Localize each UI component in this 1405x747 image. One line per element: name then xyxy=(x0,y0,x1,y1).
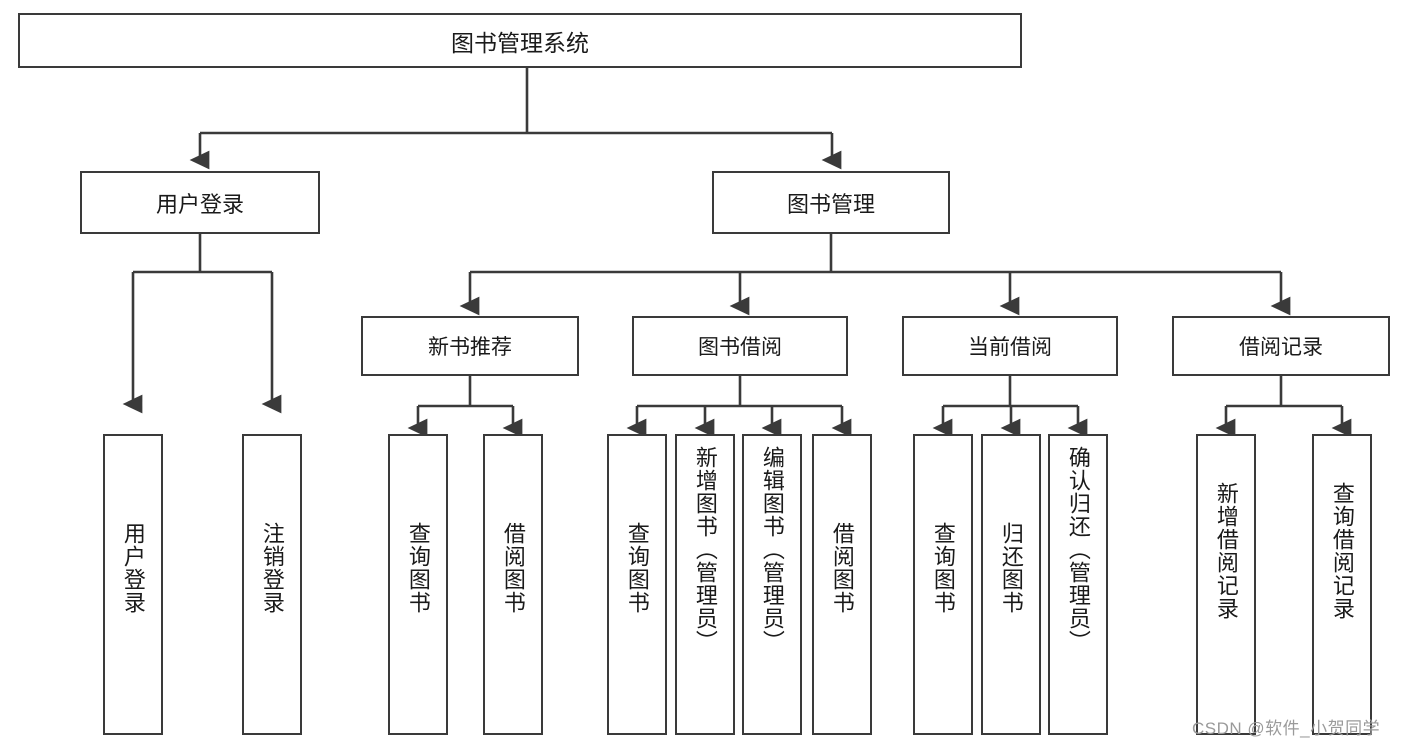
leaf-label: 查询图书 xyxy=(930,522,956,614)
leaf-label: 归还图书 xyxy=(998,522,1024,614)
leaf-user-login-login[interactable]: 用户登录 xyxy=(103,434,163,735)
leaf-book-borrow-borrow-book[interactable]: 借阅图书 xyxy=(812,434,872,735)
leaf-label: 新增图书（管理员） xyxy=(692,446,718,653)
leaf-book-borrow-edit-book-admin[interactable]: 编辑图书（管理员） xyxy=(742,434,802,735)
leaf-label: 查询图书 xyxy=(405,522,431,614)
node-current-borrowing[interactable]: 当前借阅 xyxy=(902,316,1118,376)
node-label: 图书借阅 xyxy=(698,336,782,359)
leaf-label: 编辑图书（管理员） xyxy=(759,446,785,653)
leaf-label: 注销登录 xyxy=(259,522,285,614)
node-label: 借阅记录 xyxy=(1239,336,1323,359)
leaf-label: 查询图书 xyxy=(624,522,650,614)
node-book-management[interactable]: 图书管理 xyxy=(712,171,950,234)
watermark-text: CSDN @软件_小贺同学 xyxy=(1192,719,1381,738)
node-label: 用户登录 xyxy=(155,191,244,217)
leaf-label: 查询借阅记录 xyxy=(1329,482,1355,620)
leaf-new-book-query-book[interactable]: 查询图书 xyxy=(388,434,448,735)
node-root-book-management-system[interactable]: 图书管理系统 xyxy=(18,13,1022,68)
leaf-borrow-record-add-record[interactable]: 新增借阅记录 xyxy=(1196,434,1256,735)
node-user-login[interactable]: 用户登录 xyxy=(80,171,320,234)
node-label: 图书管理 xyxy=(786,191,875,217)
leaf-label: 确认归还（管理员） xyxy=(1065,446,1091,653)
node-new-book-recommendation[interactable]: 新书推荐 xyxy=(361,316,579,376)
leaf-new-book-borrow-book[interactable]: 借阅图书 xyxy=(483,434,543,735)
leaf-label: 借阅图书 xyxy=(500,522,526,614)
node-borrowing-record[interactable]: 借阅记录 xyxy=(1172,316,1390,376)
leaf-book-borrow-add-book-admin[interactable]: 新增图书（管理员） xyxy=(675,434,735,735)
leaf-current-borrow-return-book[interactable]: 归还图书 xyxy=(981,434,1041,735)
node-label: 图书管理系统 xyxy=(451,29,589,56)
node-label: 新书推荐 xyxy=(428,336,512,359)
leaf-current-borrow-query-book[interactable]: 查询图书 xyxy=(913,434,973,735)
leaf-borrow-record-query-record[interactable]: 查询借阅记录 xyxy=(1312,434,1372,735)
node-book-borrowing[interactable]: 图书借阅 xyxy=(632,316,848,376)
leaf-label: 用户登录 xyxy=(120,522,146,614)
leaf-user-login-logout[interactable]: 注销登录 xyxy=(242,434,302,735)
leaf-label: 借阅图书 xyxy=(829,522,855,614)
leaf-label: 新增借阅记录 xyxy=(1213,482,1239,620)
leaf-book-borrow-query-book[interactable]: 查询图书 xyxy=(607,434,667,735)
node-label: 当前借阅 xyxy=(968,336,1052,359)
leaf-current-borrow-confirm-return-admin[interactable]: 确认归还（管理员） xyxy=(1048,434,1108,735)
